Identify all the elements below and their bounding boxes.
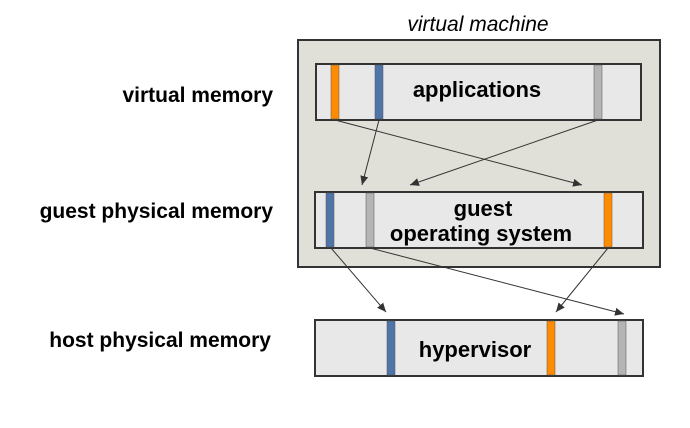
host-physical-memory-label: host physical memory	[49, 329, 271, 352]
arrow-gpm-orange-to-hpm-orange	[555, 247, 609, 313]
hypervisor-label: hypervisor	[419, 337, 532, 362]
hpm-page-blue	[386, 320, 396, 376]
arrow-gpm-blue-to-hpm-blue	[330, 247, 387, 313]
gpm-page-orange	[603, 192, 613, 248]
hpm-page-gray	[617, 320, 627, 376]
host-physical-memory-bar	[314, 319, 644, 377]
vm-page-gray	[593, 64, 603, 120]
gpm-page-blue	[325, 192, 335, 248]
virtual-machine-title: virtual machine	[407, 13, 548, 36]
applications-label: applications	[413, 77, 541, 102]
guest-os-label-line2: operating system	[390, 221, 572, 246]
arrow-gpm-gray-to-hpm-gray	[369, 247, 625, 316]
guest-os-label-line1: guest	[454, 196, 513, 221]
virtual-memory-label: virtual memory	[122, 84, 273, 107]
arrow-vm-gray-to-gpm-gray	[409, 119, 599, 186]
virtual-memory-bar	[315, 63, 642, 121]
arrow-vm-blue-to-gpm-blue	[360, 119, 380, 186]
guest-physical-memory-label: guest physical memory	[40, 200, 274, 223]
gpm-page-gray	[365, 192, 375, 248]
vm-page-blue	[374, 64, 384, 120]
vm-page-orange	[330, 64, 340, 120]
hpm-page-orange	[546, 320, 556, 376]
